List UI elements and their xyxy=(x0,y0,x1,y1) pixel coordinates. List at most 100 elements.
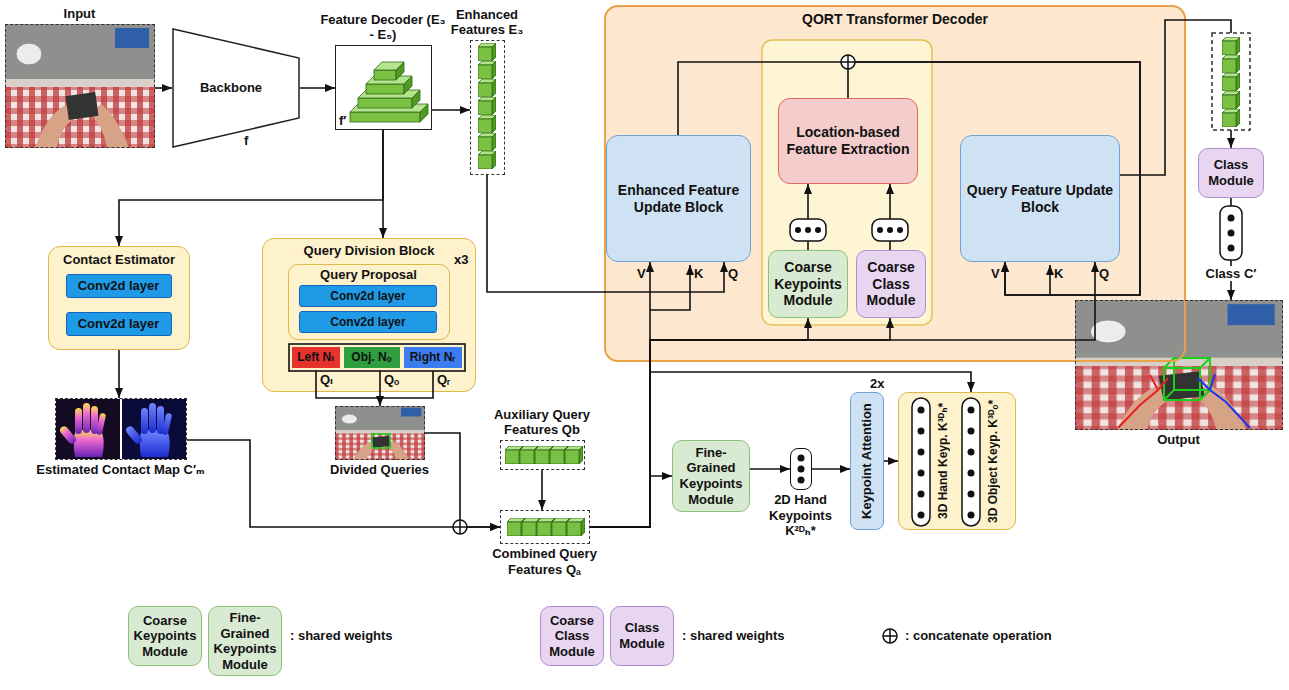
feature-pyramid xyxy=(350,62,428,122)
label-holder: 2x xyxy=(870,376,884,392)
node-heading: Enhanced Features E₃ xyxy=(441,7,533,38)
node-text: 3D Object Keyp. K³ᴰₒ* xyxy=(986,399,1000,522)
node-heading-text: Input xyxy=(64,6,96,21)
decoder-panel: QORT Transformer DecoderEnhanced Feature… xyxy=(604,5,1186,362)
legend-text: Coarse Keypoints Module xyxy=(133,613,197,660)
contact-map-ground xyxy=(56,399,120,459)
node-text: Right Nᵣ xyxy=(410,350,456,364)
node-text: Conv2d layer xyxy=(78,278,160,294)
label-text: Q xyxy=(1099,266,1109,281)
output-overlay xyxy=(1118,358,1250,428)
feature-stack: Auxiliary Query Features Qb xyxy=(500,440,585,470)
flow-arrow xyxy=(590,318,890,527)
coarse-group-box xyxy=(762,40,932,325)
layer-box: Conv2d layer xyxy=(66,312,172,336)
input-photo xyxy=(5,24,155,148)
label-holder: Qᵣ xyxy=(437,372,450,388)
flow-arrow xyxy=(590,262,1095,527)
label-text: x3 xyxy=(454,252,468,267)
attention-box: Keypoint Attention xyxy=(850,392,884,530)
output-image: Output xyxy=(1075,300,1283,430)
legend-holder: : concatenate operation xyxy=(905,628,1052,644)
concat-symbol xyxy=(453,55,897,643)
flow-arrow xyxy=(155,87,172,89)
feature-cubes xyxy=(478,43,496,169)
divided-box-mark xyxy=(372,434,390,448)
flow-arrow xyxy=(1230,198,1232,300)
auxiliary-cubes xyxy=(505,446,583,464)
label-holder: x3 xyxy=(454,252,468,268)
query-split-lines xyxy=(289,344,465,398)
node-text: Keypoint Attention xyxy=(859,403,875,519)
label-holder: K xyxy=(694,266,703,282)
label-holder: : shared weights xyxy=(290,628,393,644)
node-heading-text: Enhanced Features E₃ xyxy=(451,7,523,38)
vector-dots xyxy=(790,206,1242,526)
node-text: Obj. Nₒ xyxy=(351,350,391,364)
contact-map-ground xyxy=(122,399,186,459)
node-text: Query Feature Update Block xyxy=(965,182,1115,216)
legend-text: : concatenate operation xyxy=(905,628,1052,643)
node-text: Coarse Keypoints Module xyxy=(773,259,843,309)
label-text: Class C′ xyxy=(1204,266,1259,281)
node-text: Class Module xyxy=(1203,157,1259,188)
group-box: 3D Hand Keyp. K³ᴰₕ*3D Object Keyp. K³ᴰₒ* xyxy=(898,392,1016,530)
vertical-text: Keypoint Attention xyxy=(851,393,882,529)
group-box: Contact EstimatorConv2d layerConv2d laye… xyxy=(48,246,190,350)
node-text: Left Nₗ xyxy=(297,350,334,364)
flow-arrow xyxy=(118,350,120,398)
flow-arrow xyxy=(848,62,1140,295)
node-heading-text: Combined Query Features Qₐ xyxy=(492,546,597,577)
module-box: Coarse Keypoints Module xyxy=(768,250,848,318)
node-text: Conv2d layer xyxy=(78,316,160,332)
node-heading-text: Divided Queries xyxy=(330,462,429,477)
label-text: Q xyxy=(728,266,738,281)
legend-swatch: Fine-Grained Keypoints Module xyxy=(208,606,282,676)
flow-arrow xyxy=(541,470,543,510)
label-text: V xyxy=(991,266,1000,281)
label-text: : shared weights xyxy=(290,628,393,643)
flow-arrow xyxy=(119,130,383,246)
node-heading-text: Auxiliary Query Features Qb xyxy=(494,407,590,438)
flow-arrow xyxy=(889,184,891,250)
node-heading-text: Output xyxy=(1157,432,1200,447)
label-text: : shared weights xyxy=(682,628,785,643)
hand-contact-map xyxy=(59,403,107,457)
layer-box: Conv2d layer xyxy=(66,274,172,298)
flow-arrow xyxy=(187,440,500,527)
combined-cubes xyxy=(507,518,585,536)
group-box: Query Division BlockQuery ProposalConv2d… xyxy=(262,238,476,392)
label-holder: f′ xyxy=(339,113,346,129)
module-box: Fine-Grained Keypoints Module xyxy=(672,440,750,512)
node-title: Query Division Block xyxy=(304,243,435,258)
flow-arrow xyxy=(884,460,898,462)
label-holder: Class C′ xyxy=(1191,266,1271,282)
label-text: K xyxy=(1054,266,1063,281)
node-title: Query Proposal xyxy=(320,267,417,282)
layer-box: Conv2d layer xyxy=(299,311,437,333)
flow-arrow xyxy=(590,476,672,527)
label-holder: Q xyxy=(1099,266,1109,282)
flow-arrow xyxy=(590,318,808,527)
process-box: Enhanced Feature Update Block xyxy=(606,135,751,262)
label-holder: V xyxy=(991,266,1000,282)
node-heading: Auxiliary Query Features Qb xyxy=(480,407,604,438)
query-group: Right Nᵣ xyxy=(404,347,462,368)
node-text: Fine-Grained Keypoints Module xyxy=(677,445,745,507)
node-text: Backbone xyxy=(200,80,262,96)
flow-arrow xyxy=(1120,20,1231,175)
node-text: Location-based Feature Extraction xyxy=(783,124,913,158)
label-text: f′ xyxy=(339,113,346,128)
module-box: Class Module xyxy=(1198,148,1264,198)
label-text: Qᵣ xyxy=(437,372,450,387)
flow-arrow xyxy=(425,433,500,527)
node-text: Conv2d layer xyxy=(330,289,405,303)
group-box: Query ProposalConv2d layerConv2d layer xyxy=(288,264,450,340)
flow-arrow xyxy=(750,468,790,470)
flow-arrow xyxy=(300,87,335,89)
flow-arrow xyxy=(807,184,809,250)
divided-image: Divided Queries xyxy=(335,406,425,460)
node-heading: Estimated Contact Map C′ₘ xyxy=(21,462,221,478)
